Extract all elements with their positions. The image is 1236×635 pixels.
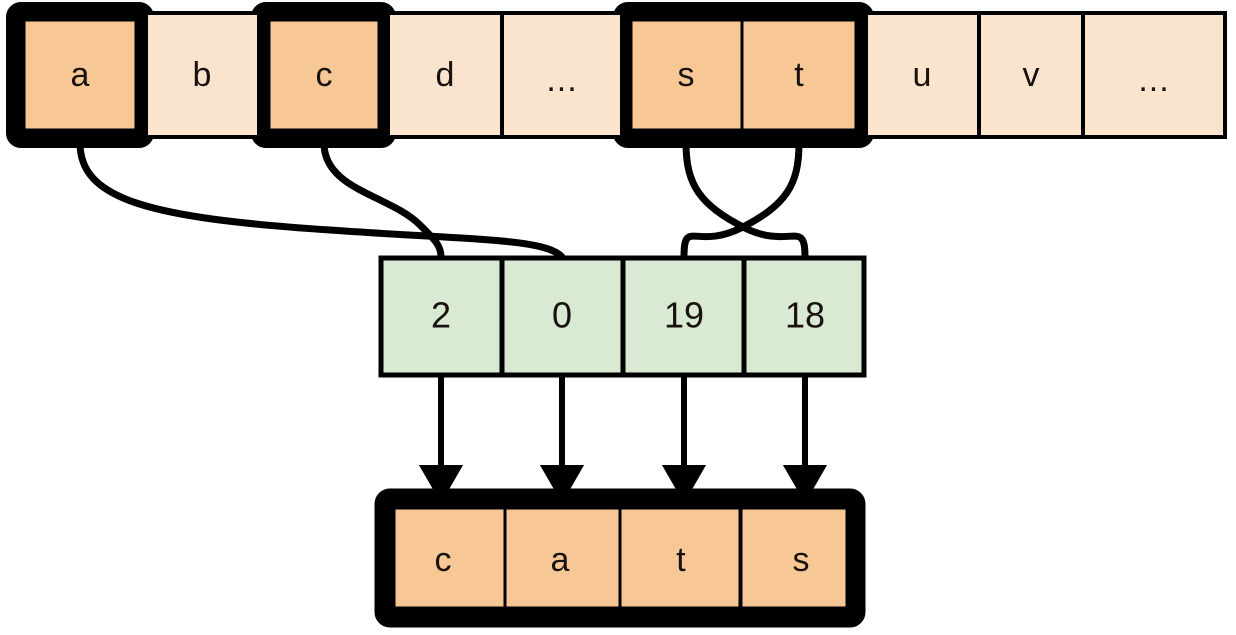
index-cell-18-label: 18	[785, 295, 825, 336]
alphabet-cell-a[interactable]: a	[22, 18, 138, 132]
mapping-curve-c-to-2	[320, 139, 445, 261]
mapping-curve-t-to-19	[680, 139, 803, 261]
alphabet-cell-a-label: a	[71, 56, 90, 94]
mapping-curve-a-to-0	[76, 139, 566, 261]
index-cell-0[interactable]: 0	[499, 255, 626, 378]
output-cell-s[interactable]: s	[739, 506, 849, 610]
index-cell-2[interactable]: 2	[378, 255, 505, 378]
alphabet-cell-v[interactable]: v	[977, 11, 1085, 139]
index-cell-18[interactable]: 18	[741, 255, 867, 378]
alphabet-cell-b[interactable]: b	[144, 11, 261, 139]
output-cell-t-label: t	[676, 541, 686, 579]
output-cell-c[interactable]: c	[392, 506, 515, 610]
output-cell-a[interactable]: a	[503, 506, 622, 610]
alphabet-strip: a b c d ...	[6, 2, 1227, 148]
output-cell-s-label: s	[793, 541, 810, 579]
alphabet-cell-ellipsis-1-label: ...	[546, 61, 577, 99]
output-cell-t[interactable]: t	[618, 506, 742, 610]
output-cell-c-label: c	[435, 541, 452, 579]
index-cell-0-label: 0	[552, 295, 572, 336]
index-cell-19[interactable]: 19	[620, 255, 747, 378]
alphabet-cell-ellipsis-2[interactable]: ...	[1081, 11, 1227, 139]
alphabet-cell-s-label: s	[678, 56, 695, 94]
alphabet-cell-c-label: c	[316, 56, 333, 94]
alphabet-cell-t-label: t	[794, 56, 804, 94]
index-cell-19-label: 19	[664, 295, 704, 336]
alphabet-cell-s[interactable]: s	[629, 18, 744, 132]
alphabet-cell-ellipsis-1[interactable]: ...	[500, 11, 624, 139]
alphabet-cell-d-label: d	[436, 56, 455, 94]
alphabet-cell-d[interactable]: d	[386, 11, 504, 139]
mapping-curve-s-to-18	[682, 139, 809, 261]
mapping-curves	[76, 139, 809, 261]
output-strip: c a t s	[374, 488, 866, 628]
index-strip: 2 0 19 18	[378, 255, 867, 378]
alphabet-cell-c[interactable]: c	[267, 18, 381, 132]
alphabet-cell-b-label: b	[193, 56, 212, 94]
alphabet-cell-v-label: v	[1023, 56, 1040, 94]
alphabet-cell-ellipsis-2-label: ...	[1138, 61, 1169, 99]
output-cell-a-label: a	[551, 541, 570, 579]
alphabet-cell-u-label: u	[913, 56, 932, 94]
index-to-output-arrows	[418, 376, 828, 504]
alphabet-cell-u[interactable]: u	[864, 11, 981, 139]
alphabet-cell-t[interactable]: t	[740, 18, 858, 132]
index-cell-2-label: 2	[431, 295, 451, 336]
